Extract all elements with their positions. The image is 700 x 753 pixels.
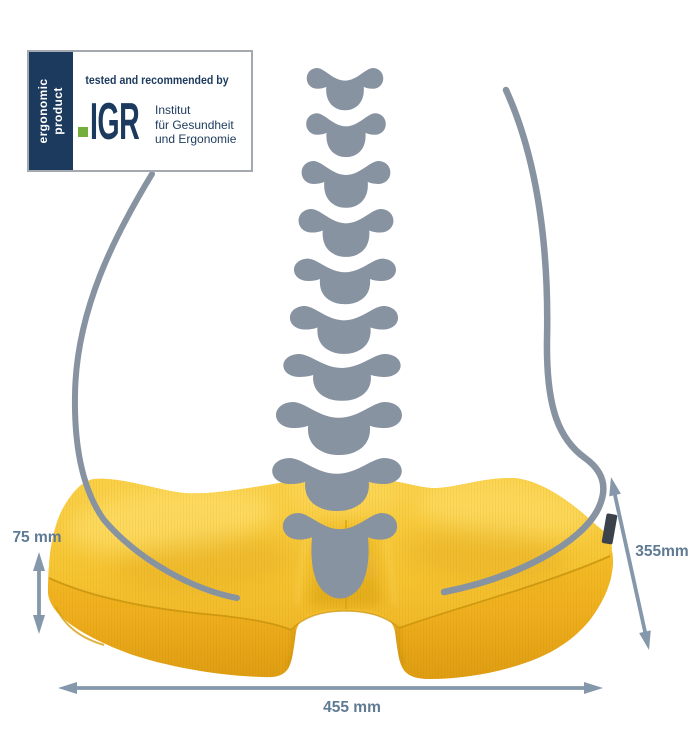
- dimension-annotations: 75 mm 355mm 455 mm: [12, 477, 689, 716]
- depth-dimension-arrow: [609, 477, 651, 650]
- width-dimension-label: 455 mm: [323, 699, 381, 716]
- badge-side-label: ergonomic product: [36, 78, 65, 144]
- cushion-seam-left: [48, 577, 292, 631]
- igr-org-name: Institut für Gesundheit und Ergonomie: [155, 103, 237, 146]
- body-outline-right: [440, 86, 607, 596]
- cushion-corner-crease: [55, 606, 105, 646]
- badge-side-strip: ergonomic product: [29, 52, 73, 170]
- width-dimension-arrow: [58, 682, 603, 694]
- igr-certification-badge: ergonomic product tested and recommended…: [27, 50, 253, 172]
- cushion-seam-arch: [290, 610, 400, 631]
- badge-tagline: tested and recommended by: [85, 73, 229, 87]
- cushion-label-tag: [601, 513, 618, 545]
- height-dimension-label: 75 mm: [12, 529, 61, 546]
- height-dimension-arrow: [33, 552, 45, 634]
- igr-logo-dot: [78, 127, 88, 137]
- body-outline: [71, 86, 607, 601]
- depth-dimension-label: 355mm: [635, 543, 688, 560]
- badge-main: tested and recommended by IGR Institut f…: [73, 52, 251, 170]
- cushion-seam-right: [398, 555, 611, 629]
- igr-logo-text: IGR: [90, 93, 140, 151]
- body-outline-left: [71, 171, 240, 601]
